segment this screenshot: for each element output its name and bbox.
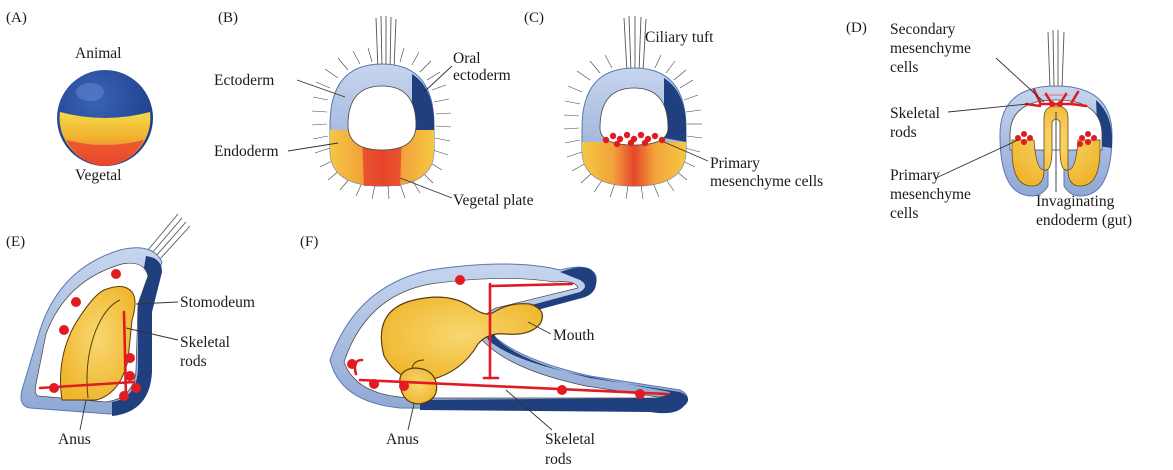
anus-label-f: Anus <box>386 431 419 448</box>
primary-mesenchyme-label-d-3: cells <box>890 205 918 222</box>
blastula-b <box>330 64 434 186</box>
primary-mesenchyme-label-1: Primary <box>710 155 760 172</box>
animal-label: Animal <box>75 45 122 62</box>
panel-e-tag: (E) <box>6 234 25 250</box>
ciliary-tuft-d <box>1048 30 1064 88</box>
secondary-mesenchyme-label-1: Secondary <box>890 21 956 38</box>
panel-d: (D) Secondary mesenchyme c <box>846 20 1132 229</box>
blastula-c <box>582 68 686 186</box>
invaginating-label-2: endoderm (gut) <box>1036 212 1132 229</box>
ciliary-tuft-b <box>376 16 396 70</box>
panel-a-tag: (A) <box>6 10 27 26</box>
invaginating-label-1: Invaginating <box>1036 193 1115 210</box>
oral-ectoderm-label-2: ectoderm <box>453 67 511 84</box>
ciliary-tuft-label: Ciliary tuft <box>645 29 714 46</box>
skeletal-rods-label-e-1: Skeletal <box>180 334 230 351</box>
skeletal-rods-label-e-2: rods <box>180 353 207 370</box>
skeletal-rods-label-2: rods <box>890 124 917 141</box>
primary-mesenchyme-label-2: mesenchyme cells <box>710 173 823 190</box>
skeletal-rods-label-f-1: Skeletal <box>545 431 595 448</box>
anus-label-e: Anus <box>58 431 91 448</box>
skeletal-rods-label-1: Skeletal <box>890 105 940 122</box>
primary-mesenchyme-label-d-2: mesenchyme <box>890 186 971 203</box>
oral-ectoderm-label-1: Oral <box>453 50 481 67</box>
secondary-mesenchyme-label-3: cells <box>890 59 918 76</box>
primary-mesenchyme-label-d-1: Primary <box>890 167 940 184</box>
stomodeum-label: Stomodeum <box>180 294 255 311</box>
secondary-mesenchyme-label-2: mesenchyme <box>890 40 971 57</box>
panel-d-tag: (D) <box>846 20 867 36</box>
panel-e: (E) Stomodeum Skeletal rods Anus <box>6 214 255 448</box>
panel-a: (A) Animal Vegetal <box>6 10 153 184</box>
panel-c: (C) Ciliary tuft <box>524 10 823 199</box>
vegetal-label: Vegetal <box>75 167 121 184</box>
panel-b-tag: (B) <box>218 10 238 26</box>
panel-b: (B) E <box>214 10 534 209</box>
panel-f: (F) Mouth Anus Skeletal rods <box>300 234 688 468</box>
skeletal-rods-label-f-2: rods <box>545 451 572 468</box>
ectoderm-label: Ectoderm <box>214 72 274 89</box>
egg-sphere <box>57 70 153 166</box>
panel-c-tag: (C) <box>524 10 544 26</box>
vegetal-plate-label: Vegetal plate <box>453 192 534 209</box>
mouth-label: Mouth <box>553 327 595 344</box>
ciliary-tuft-c <box>624 16 646 72</box>
endoderm-label: Endoderm <box>214 143 279 160</box>
panel-f-tag: (F) <box>300 234 318 250</box>
